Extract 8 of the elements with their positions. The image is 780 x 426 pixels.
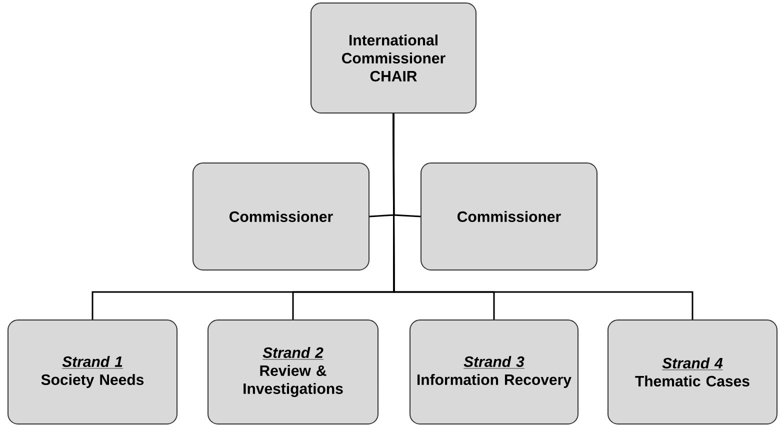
connector-line [392, 114, 694, 320]
role-box: Commissioner [420, 162, 598, 270]
strand-box: Strand 1 Society Needs [8, 320, 178, 424]
strand-box: Strand 3 Information Recovery [410, 320, 578, 424]
strand-box: Strand 4 Thematic Cases [608, 320, 778, 424]
role-box: Commissioner [192, 162, 370, 270]
strand-box: Strand 2 Review & Investigations [208, 320, 378, 424]
role-box: International Commissioner CHAIR [310, 2, 476, 114]
